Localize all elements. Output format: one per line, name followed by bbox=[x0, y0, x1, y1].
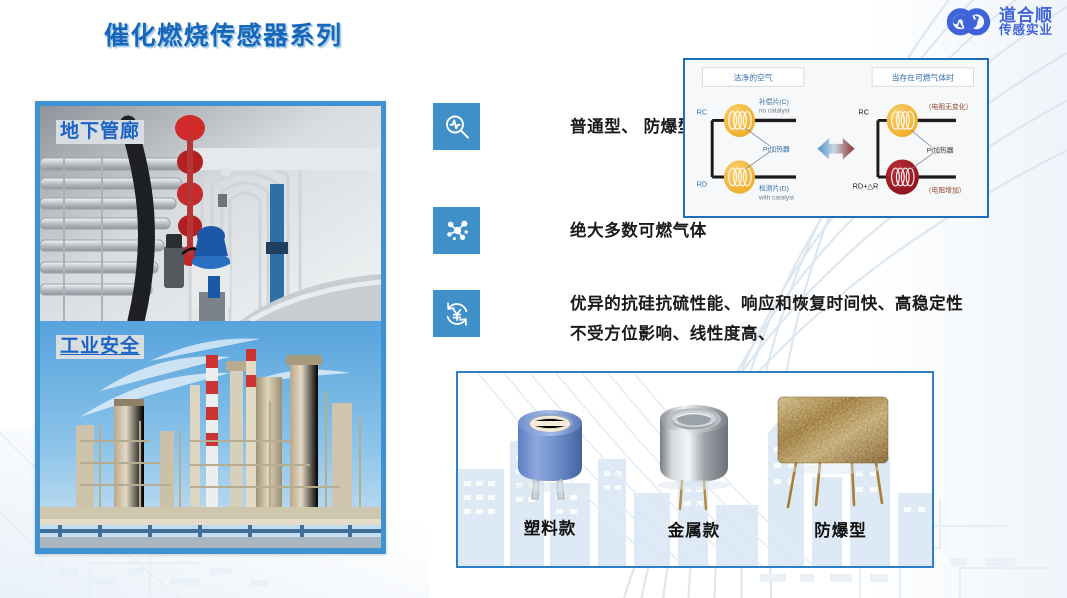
photo-tag-underground: 地下管廊 bbox=[56, 120, 145, 144]
feature-text-performance-line2: 不受方位影响、线性度高、 bbox=[570, 325, 776, 344]
feature-text-performance-line1: 优异的抗硅抗硫性能、响应和恢复时间快、高稳定性 bbox=[570, 295, 964, 313]
blue-plastic-sensor-photo bbox=[480, 401, 620, 511]
logo-text-line1: 道合顺 bbox=[998, 5, 1053, 25]
photo-stack: 地下管廊 bbox=[35, 101, 386, 554]
svg-text:Pt加热器: Pt加热器 bbox=[927, 146, 954, 155]
product-label-explosion-proof: 防爆型 bbox=[814, 522, 867, 540]
svg-text:RC: RC bbox=[697, 108, 708, 117]
svg-text:with catalyst: with catalyst bbox=[758, 194, 794, 201]
photo-tag-industrial-safety: 工业安全 bbox=[56, 335, 145, 359]
product-label-metal: 金属款 bbox=[667, 522, 721, 540]
photo-underground-pipe-gallery: 地下管廊 bbox=[40, 106, 381, 321]
yuan-refresh-icon bbox=[433, 290, 480, 337]
svg-text:当存在可燃气体时: 当存在可燃气体时 bbox=[892, 72, 955, 82]
page-title: 催化燃烧传感器系列 bbox=[104, 22, 343, 50]
photo-industrial-safety: 工业安全 bbox=[40, 321, 381, 548]
svg-text:补偿片(C): 补偿片(C) bbox=[759, 97, 789, 106]
magnifier-pulse-icon bbox=[433, 103, 480, 150]
logo-text-line2: 传感实业 bbox=[998, 23, 1053, 38]
brand-logo: 道合顺 传感实业 bbox=[945, 4, 1053, 40]
svg-text:（电阻无变化）: （电阻无变化） bbox=[925, 102, 973, 111]
svg-text:洁净的空气: 洁净的空气 bbox=[734, 72, 773, 82]
product-item-plastic: 塑料款 bbox=[480, 401, 620, 539]
products-panel: 塑料款 bbox=[456, 371, 934, 568]
product-label-plastic: 塑料款 bbox=[523, 520, 577, 538]
feature-row-performance: 优异的抗硅抗硫性能、响应和恢复时间快、高稳定性 不受方位影响、线性度高、 bbox=[433, 290, 963, 350]
feature-row-gases: 绝大多数可燃气体 bbox=[433, 207, 707, 254]
svg-text:no catalyst: no catalyst bbox=[759, 108, 790, 115]
interlocking-rings-icon bbox=[945, 4, 992, 40]
molecule-icon bbox=[433, 207, 480, 254]
product-item-metal: 金属款 bbox=[624, 385, 764, 541]
svg-text:RD: RD bbox=[697, 180, 708, 189]
metal-can-sensor-photo bbox=[624, 385, 764, 513]
explosion-proof-sensor-photo bbox=[758, 379, 923, 513]
principle-diagram: 洁净的空气 当存在可燃气体时 RC RD 补偿片(C) no catalyst … bbox=[683, 58, 989, 218]
svg-text:RC: RC bbox=[858, 108, 869, 117]
feature-text-type: 普通型、 防爆型 bbox=[570, 118, 695, 136]
diagram-svg: 洁净的空气 当存在可燃气体时 RC RD 补偿片(C) no catalyst … bbox=[686, 60, 986, 216]
svg-text:检测片(D): 检测片(D) bbox=[759, 184, 789, 193]
svg-text:RD+△R: RD+△R bbox=[853, 182, 879, 191]
feature-text-gases: 绝大多数可燃气体 bbox=[570, 222, 707, 240]
svg-text:Pt加热器: Pt加热器 bbox=[763, 145, 790, 154]
product-item-explosion-proof: 防爆型 bbox=[758, 379, 923, 541]
feature-row-type: 普通型、 防爆型 bbox=[433, 103, 695, 150]
svg-text:（电阻增加）: （电阻增加） bbox=[925, 186, 966, 195]
